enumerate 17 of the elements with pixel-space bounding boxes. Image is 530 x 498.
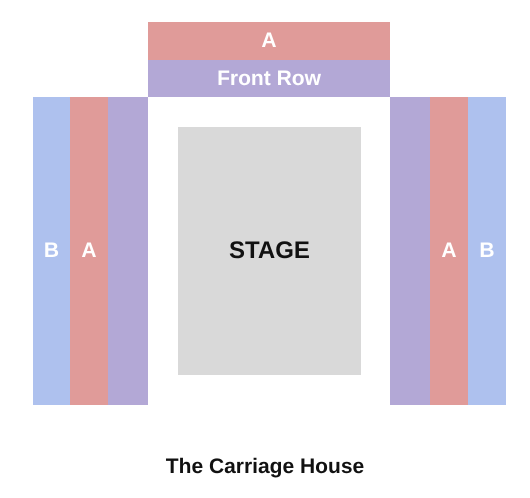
section-label: B	[44, 239, 60, 263]
stage-area	[178, 127, 361, 375]
seating-section	[468, 97, 506, 405]
seating-section	[108, 97, 148, 405]
section-label: A	[441, 239, 457, 263]
seating-section	[390, 97, 430, 405]
section-label: STAGE	[229, 237, 310, 265]
seating-section	[430, 97, 468, 405]
section-label: B	[479, 239, 495, 263]
venue-title: The Carriage House	[164, 455, 366, 479]
seating-section	[148, 60, 390, 97]
section-label: A	[261, 29, 277, 53]
seating-section	[70, 97, 108, 405]
section-label: Front Row	[217, 66, 321, 90]
seating-section	[33, 97, 70, 405]
seating-section	[148, 22, 390, 60]
section-label: A	[81, 239, 97, 263]
